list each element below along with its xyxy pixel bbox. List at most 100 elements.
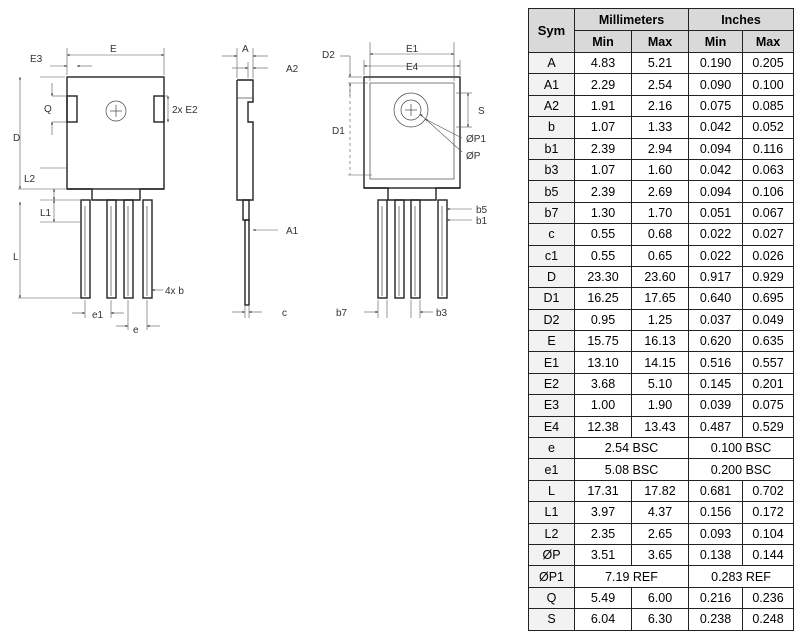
table-cell: 1.30 (574, 201, 632, 225)
table-cell: 2.54 (631, 73, 689, 96)
cell-sym: c1 (528, 244, 575, 267)
table-cell: 5.10 (631, 372, 689, 396)
table-cell: 0.100 (741, 73, 795, 96)
table-cell: 0.022 (688, 223, 743, 246)
table-cell: 0.094 (688, 180, 743, 203)
table-cell: 1.07 (574, 158, 632, 182)
table-cell: 0.681 (688, 479, 743, 503)
cell-sym: L1 (528, 501, 575, 524)
table-cell: 0.200 BSC (687, 458, 795, 481)
table-cell: 1.70 (631, 201, 689, 225)
label-b7: b7 (336, 308, 348, 319)
table-cell: 0.106 (741, 180, 795, 203)
label-A2: A2 (286, 64, 299, 75)
table-cell: 3.65 (631, 543, 689, 567)
table-cell: 1.33 (631, 116, 689, 139)
cell-sym: A2 (528, 94, 575, 118)
table-cell: 1.00 (574, 394, 632, 417)
table-cell: 2.69 (631, 180, 689, 203)
table-cell: 0.95 (574, 308, 632, 332)
table-cell: 0.516 (688, 351, 743, 374)
cell-sym: D1 (528, 287, 575, 310)
label-E2: 2x E2 (172, 105, 198, 116)
table-cell: 0.145 (688, 372, 743, 396)
table-cell: 1.91 (574, 94, 632, 118)
table-cell: 0.063 (741, 158, 795, 182)
label-b: 4x b (165, 286, 184, 297)
header-millimeters: Millimeters (574, 8, 689, 31)
table-cell: 0.090 (688, 73, 743, 96)
header-mm-min: Min (574, 30, 632, 53)
table-cell: 0.487 (688, 415, 743, 439)
table-cell: 5.49 (574, 586, 632, 610)
table-cell: 0.094 (688, 137, 743, 160)
table-cell: 0.075 (688, 94, 743, 118)
table-cell: 2.16 (631, 94, 689, 118)
table-cell: 0.138 (688, 543, 743, 567)
table-cell: 17.65 (631, 287, 689, 310)
table-cell: 6.04 (574, 608, 632, 631)
table-cell: 23.60 (631, 265, 689, 289)
table-cell: 0.68 (631, 223, 689, 246)
table-cell: 1.90 (631, 394, 689, 417)
table-cell: 0.917 (688, 265, 743, 289)
table-cell: 0.100 BSC (687, 437, 795, 460)
table-cell: 13.43 (631, 415, 689, 439)
table-cell: 3.51 (574, 543, 632, 567)
back-view: D2 E1 E4 D1 S ØP1 ØP b5 b1 b7 b3 (322, 42, 488, 319)
table-cell: 3.97 (574, 501, 632, 524)
cell-sym: b7 (528, 201, 575, 225)
header-sym: Sym (528, 8, 575, 53)
table-cell: 0.039 (688, 394, 743, 417)
cell-sym: c (528, 223, 575, 246)
table-cell: 0.116 (741, 137, 795, 160)
table-cell: 2.65 (631, 522, 689, 545)
header-mm-max: Max (631, 30, 689, 53)
table-cell: 3.68 (574, 372, 632, 396)
table-cell: 0.037 (688, 308, 743, 332)
table-cell: 23.30 (574, 265, 632, 289)
cell-sym: E1 (528, 351, 575, 374)
label-L2: L2 (24, 174, 36, 185)
table-cell: 0.052 (741, 116, 795, 139)
table-cell: 7.19 REF (574, 565, 689, 588)
table-cell: 0.529 (741, 415, 795, 439)
table-cell: 0.085 (741, 94, 795, 118)
cell-sym: E (528, 330, 575, 353)
table-cell: 2.54 BSC (574, 437, 689, 460)
package-outline-drawing: E E3 Q D 2x E2 L2 L1 L 4x b e1 e A A2 A1… (13, 42, 488, 336)
label-E1: E1 (406, 44, 419, 55)
table-cell: 0.248 (741, 608, 795, 631)
table-cell: 0.640 (688, 287, 743, 310)
table-cell: 0.042 (688, 116, 743, 139)
table-cell: 0.557 (741, 351, 795, 374)
label-A: A (242, 44, 249, 55)
label-e: e (133, 325, 139, 336)
table-cell: 0.55 (574, 223, 632, 246)
label-e1: e1 (92, 310, 104, 321)
cell-sym: e (528, 437, 575, 460)
label-Q: Q (44, 104, 52, 115)
table-cell: 0.929 (741, 265, 795, 289)
table-cell: 0.093 (688, 522, 743, 545)
cell-sym: ØP (528, 543, 575, 567)
dimensions-table: Sym Millimeters Inches Min Max Min Max A… (528, 8, 795, 631)
header-inches: Inches (687, 8, 795, 31)
